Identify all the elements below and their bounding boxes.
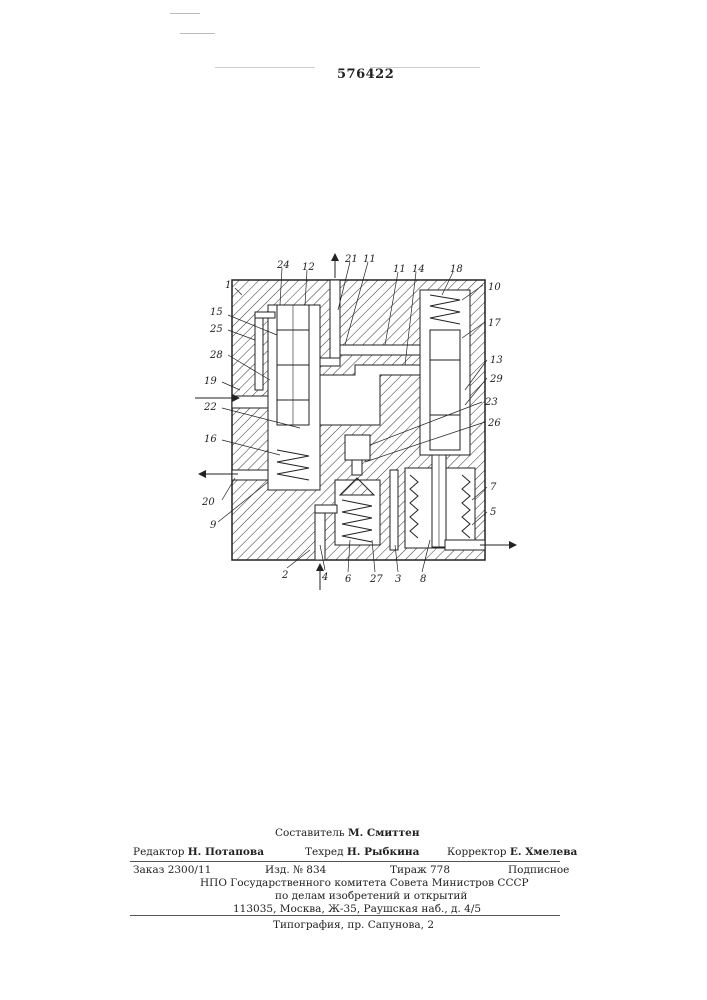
channel-11 bbox=[340, 345, 420, 355]
circulation: Тираж 778 bbox=[390, 864, 450, 876]
label-20: 20 bbox=[201, 497, 215, 508]
editor-line: Редактор Н. Потапова bbox=[133, 846, 264, 858]
hydraulic-valve-drawing: 1 24 12 21 11 11 14 18 10 17 13 29 23 26… bbox=[180, 250, 530, 600]
footer-rule-2 bbox=[130, 915, 560, 916]
label-26: 26 bbox=[487, 418, 501, 429]
channel-25 bbox=[255, 312, 263, 390]
label-25: 25 bbox=[209, 324, 223, 335]
subscription: Подписное bbox=[508, 864, 569, 876]
label-7: 7 bbox=[490, 482, 497, 493]
compiler-line: Составитель М. Смиттен bbox=[275, 827, 420, 839]
scan-smudge bbox=[215, 67, 315, 68]
label-15: 15 bbox=[210, 307, 223, 318]
channel-21 bbox=[330, 280, 340, 365]
label-17: 17 bbox=[488, 318, 501, 329]
label-14: 14 bbox=[412, 264, 425, 275]
label-10: 10 bbox=[488, 282, 501, 293]
label-28: 28 bbox=[209, 350, 223, 361]
label-5: 5 bbox=[490, 507, 496, 518]
address: 113035, Москва, Ж-35, Раушская наб., д. … bbox=[233, 903, 481, 915]
label-6: 6 bbox=[345, 574, 352, 585]
scan-smudge bbox=[180, 33, 215, 34]
scan-smudge bbox=[170, 13, 200, 14]
label-23: 23 bbox=[484, 397, 498, 408]
label-18: 18 bbox=[450, 264, 463, 275]
label-29: 29 bbox=[489, 374, 503, 385]
corrector-line: Корректор Е. Хмелева bbox=[447, 846, 577, 858]
org-line-2: по делам изобретений и открытий bbox=[275, 890, 467, 902]
footer-rule bbox=[130, 861, 560, 862]
label-24: 24 bbox=[276, 260, 290, 271]
outlet-5 bbox=[445, 540, 485, 550]
channel-3 bbox=[390, 470, 398, 550]
label-2: 2 bbox=[281, 570, 288, 581]
small-piston-23 bbox=[345, 435, 370, 460]
outlet-20 bbox=[232, 470, 268, 480]
label-16: 16 bbox=[204, 434, 217, 445]
techred-line: Техред Н. Рыбкина bbox=[305, 846, 419, 858]
org-line-1: НПО Государственного комитета Совета Мин… bbox=[200, 877, 529, 889]
patent-number: 576422 bbox=[337, 67, 394, 82]
label-27: 27 bbox=[369, 574, 383, 585]
label-11a: 11 bbox=[363, 254, 376, 265]
label-11b: 11 bbox=[393, 264, 406, 275]
label-21: 21 bbox=[344, 254, 358, 265]
label-13: 13 bbox=[490, 355, 503, 366]
label-4: 4 bbox=[321, 572, 328, 583]
label-22: 22 bbox=[203, 402, 217, 413]
label-9: 9 bbox=[210, 520, 217, 531]
label-3: 3 bbox=[395, 574, 401, 585]
order-number: Заказ 2300/11 bbox=[133, 864, 211, 876]
label-1: 1 bbox=[225, 280, 231, 291]
edition-number: Изд. № 834 bbox=[265, 864, 326, 876]
label-12: 12 bbox=[302, 262, 315, 273]
label-19: 19 bbox=[204, 376, 217, 387]
printer: Типография, пр. Сапунова, 2 bbox=[273, 919, 434, 931]
label-8: 8 bbox=[420, 574, 426, 585]
